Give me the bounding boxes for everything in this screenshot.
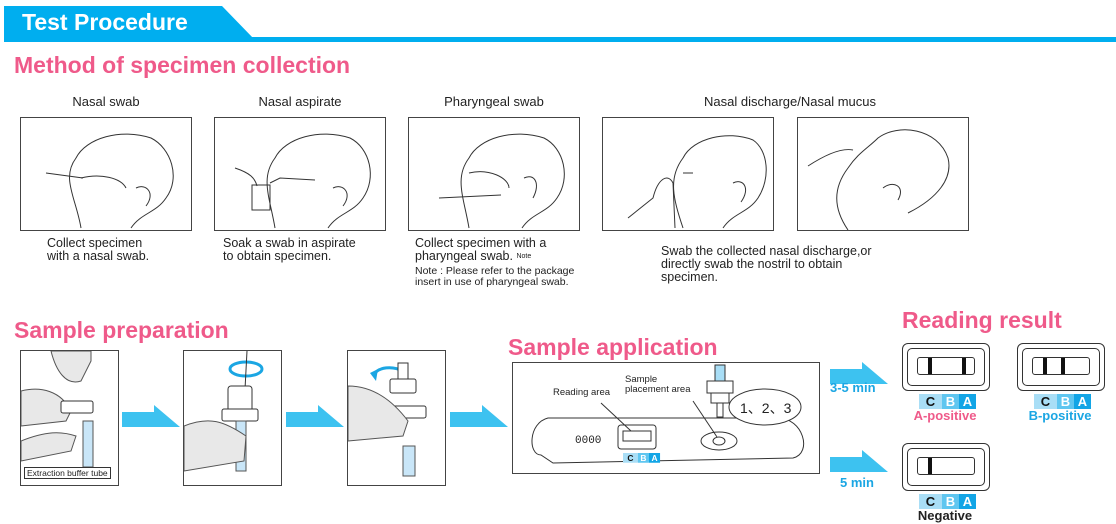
method-label-nasal-swab: Nasal swab	[72, 94, 140, 109]
test-device-illustration: Reading area Sample placement area 1、2、3…	[512, 362, 820, 474]
header-bar	[4, 37, 1116, 42]
nasal-discharge-swab-illustration	[797, 117, 969, 231]
b-line	[1061, 358, 1065, 374]
arrow-right-icon	[122, 405, 180, 427]
arrow-right-icon	[286, 405, 344, 427]
arrow-right-icon	[830, 450, 888, 472]
test-cassette-icon	[531, 364, 805, 464]
nasal-swab-illustration	[20, 117, 192, 231]
person-blowing-nose-icon	[627, 135, 767, 229]
caption-nasal-aspirate: Soak a swab in aspirate to obtain specim…	[223, 236, 356, 263]
result-window-a-positive	[902, 343, 990, 391]
arrow-right-icon	[830, 362, 888, 384]
head-profile-icon	[45, 133, 174, 229]
placement-area-label: Sample placement area	[625, 374, 691, 395]
control-line	[928, 358, 932, 374]
result-label-a-positive: A-positive	[913, 408, 977, 423]
section-title-application: Sample application	[508, 334, 718, 360]
section-title-collection: Method of specimen collection	[14, 52, 351, 78]
hand-tube-icon	[20, 350, 94, 468]
device-id: 0000	[575, 435, 602, 447]
prep-step-2-illustration	[183, 350, 282, 486]
prep-step-1-illustration: Extraction buffer tube	[20, 350, 119, 486]
method-label-nasal-aspirate: Nasal aspirate	[258, 94, 342, 109]
result-label-b-positive: B-positive	[1028, 408, 1092, 423]
time-negative: 5 min	[840, 475, 874, 490]
head-tilted-swab-icon	[807, 129, 950, 231]
reading-area-label: Reading area	[553, 387, 611, 398]
result-label-negative: Negative	[917, 508, 973, 523]
control-line	[1043, 358, 1047, 374]
head-aspirator-icon	[234, 133, 371, 229]
pharyngeal-swab-illustration	[408, 117, 580, 231]
arrow-right-icon	[450, 405, 508, 427]
attach-cap-icon	[347, 362, 427, 477]
control-line	[928, 458, 932, 474]
result-window-b-positive	[1017, 343, 1105, 391]
section-title-preparation: Sample preparation	[14, 317, 229, 343]
note-mark: Note	[516, 253, 532, 260]
rotate-swab-icon	[183, 350, 264, 472]
nasal-discharge-blow-illustration	[602, 117, 774, 231]
prep-step-3-illustration	[347, 350, 446, 486]
head-throat-icon	[438, 133, 565, 229]
tube-label: Extraction buffer tube	[24, 467, 111, 479]
caption-nasal-discharge: Swab the collected nasal discharge,or di…	[661, 244, 872, 284]
caption-pharyngeal-swab: Collect specimen with a pharyngeal swab.…	[415, 236, 547, 263]
header-tab	[4, 6, 254, 39]
a-line	[962, 358, 966, 374]
time-positive: 3-5 min	[830, 380, 876, 395]
page-title: Test Procedure	[22, 9, 188, 35]
pharyngeal-note: Note : Please refer to the package inser…	[415, 265, 575, 288]
method-label-pharyngeal-swab: Pharyngeal swab	[444, 94, 544, 109]
caption-nasal-swab: Collect specimen with a nasal swab.	[47, 236, 150, 263]
nasal-aspirate-illustration	[214, 117, 386, 231]
section-title-results: Reading result	[902, 307, 1062, 333]
drops-label: 1、2、3	[740, 400, 792, 416]
method-label-nasal-discharge: Nasal discharge/Nasal mucus	[704, 94, 876, 109]
result-window-negative	[902, 443, 990, 491]
